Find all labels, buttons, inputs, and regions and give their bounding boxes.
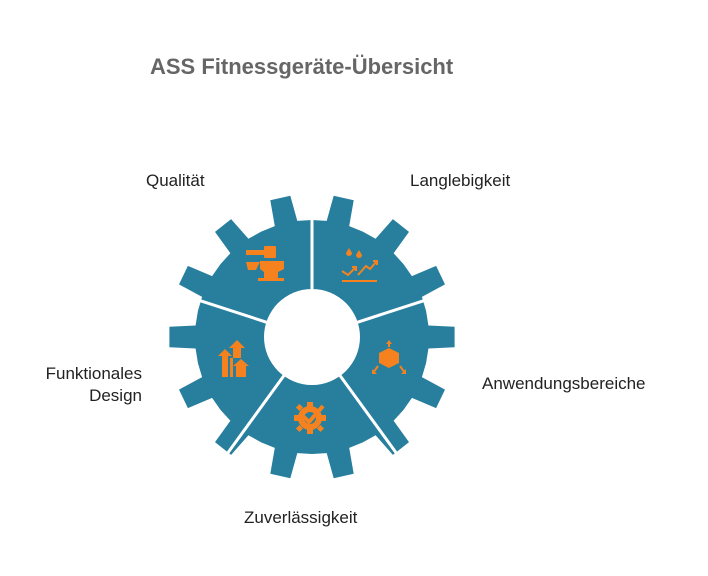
segment-divider <box>334 368 402 460</box>
segment-divider <box>349 289 456 327</box>
houses-up-arrows-icon <box>218 340 249 377</box>
segment-divider <box>222 368 290 460</box>
label-line-2: Design <box>89 386 142 405</box>
anvil-hammer-icon <box>246 246 284 281</box>
segment-label-langlebigkeit: Langlebigkeit <box>410 171 511 190</box>
segment-dividers <box>168 187 456 460</box>
segment-divider <box>168 289 275 327</box>
box-expand-icon <box>372 340 406 374</box>
segment-label-anwendungsbereiche: Anwendungsbereiche <box>482 374 646 393</box>
diagram-title: ASS Fitnessgeräte-Übersicht <box>150 54 454 79</box>
label-line-1: Funktionales <box>45 364 142 383</box>
segment-label-funktionales-design: Funktionales Design <box>20 363 142 407</box>
water-resistance-trend-icon <box>341 248 378 282</box>
segment-label-qualitaet: Qualität <box>146 171 205 190</box>
gear-hole <box>264 289 360 385</box>
segment-label-zuverlaessigkeit: Zuverlässigkeit <box>244 508 358 527</box>
gear-check-icon <box>294 402 326 434</box>
